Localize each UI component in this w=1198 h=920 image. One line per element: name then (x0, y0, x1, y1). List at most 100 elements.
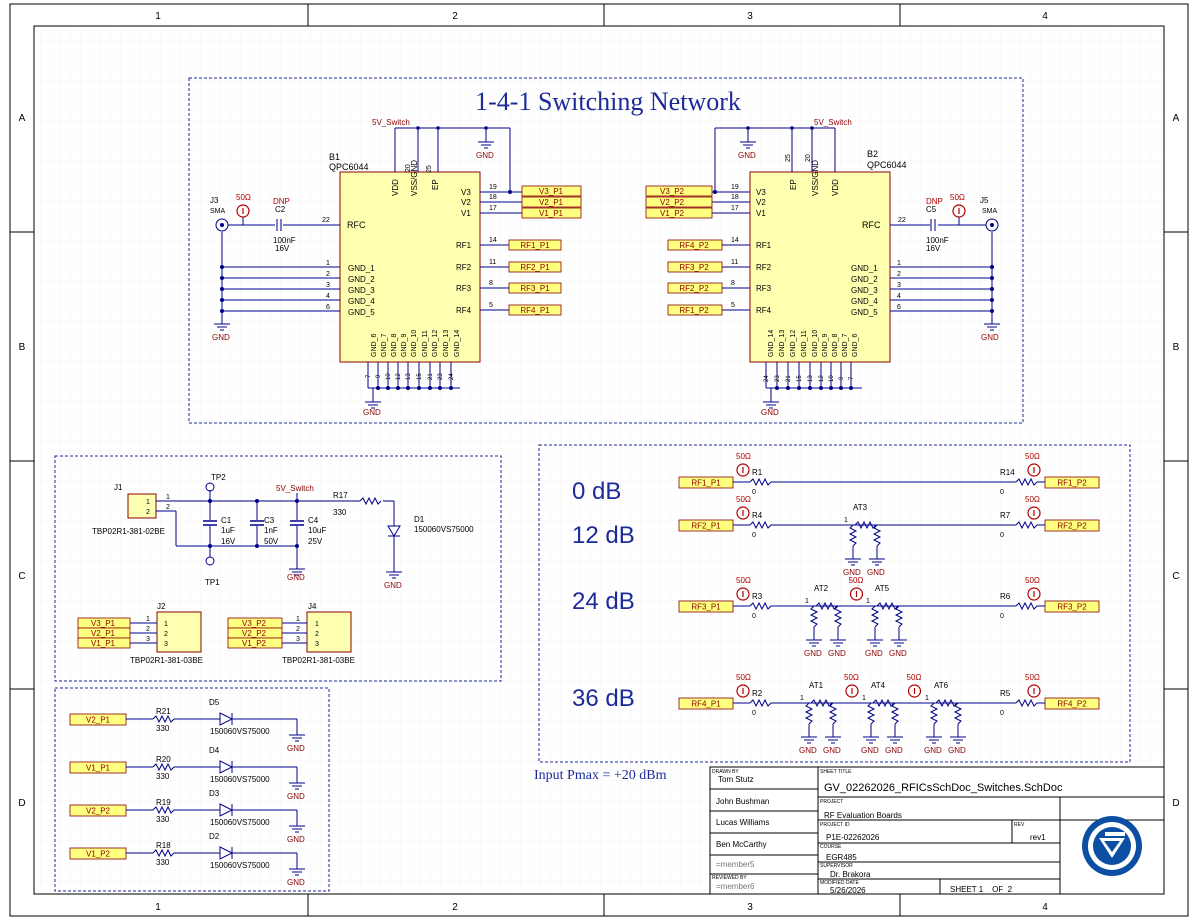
attenuator-pad[interactable]: AT51330GNDGND (865, 584, 908, 658)
j5-type: SMA (982, 208, 998, 215)
gnd-label: GND (287, 744, 305, 753)
pin-number: 1 (866, 598, 870, 605)
attenuator-ref: AT2 (814, 584, 829, 593)
power-net-label: 5V_Switch (814, 118, 852, 127)
connector-j2[interactable]: J2 TBP02R1-381-03BE (130, 602, 203, 665)
led-icon[interactable] (219, 760, 234, 774)
attenuator-pad[interactable]: AT61330GNDGND (924, 681, 967, 755)
b1-rf-label: RF1 (456, 241, 472, 250)
led-block (54, 687, 330, 892)
net-label: RF2_P2 (1057, 522, 1087, 531)
attenuator-pad[interactable]: AT31330GNDGND (843, 503, 886, 577)
led-icon[interactable] (219, 803, 234, 817)
pin-number: 4 (897, 293, 901, 300)
attenuator-ref: AT5 (875, 584, 890, 593)
test-point-tp1[interactable] (205, 556, 215, 566)
connector-j4[interactable]: J4 TBP02R1-381-03BE (282, 602, 355, 665)
pin-number: 12 (819, 375, 825, 382)
pin-number: 11 (489, 259, 496, 266)
b2-bottom-label: GND_13 (779, 330, 786, 357)
b2-v-label: V2 (756, 198, 766, 207)
sma-connector-j3[interactable]: J3 SMA (210, 196, 229, 232)
attenuation-label: 36 dB (572, 685, 635, 712)
pin-number: 4 (326, 293, 330, 300)
gnd-label: GND (823, 746, 841, 755)
attenuator-pad[interactable]: AT41330GNDGND (861, 681, 904, 755)
resistor-value: 0 (752, 613, 756, 620)
switch-b2[interactable]: B2 QPC6044 RFC VDD VSS/GND EP GND_1 GND_… (749, 149, 907, 363)
led-d1[interactable] (387, 525, 401, 537)
resistor-ref: R18 (156, 841, 171, 850)
pin-number: 3 (296, 636, 300, 643)
ohm-label: 50Ω (1025, 495, 1040, 504)
pin-number: 1 (146, 499, 150, 506)
sma-connector-j5[interactable]: J5 SMA (980, 196, 999, 232)
tb-name: John Bushman (716, 797, 769, 806)
tb-caption: DRAWN BY (712, 769, 739, 775)
pin-number: 2 (326, 271, 330, 278)
tb-sheet: SHEET 1 OF 2 (950, 885, 1013, 894)
pin-number: 1 (800, 695, 804, 702)
pin-number: 13 (406, 373, 412, 380)
b1-bottom-label: GND_9 (401, 334, 408, 357)
ohm-label: 50Ω (1025, 673, 1040, 682)
b1-rf-label: RF3 (456, 284, 472, 293)
pin-number: 3 (315, 641, 319, 648)
led-icon[interactable] (219, 846, 234, 860)
b2-bottom-label: GND_11 (801, 330, 808, 357)
connector-j1[interactable]: J1 TBP02R1-381-02BE 1 2 1 2 (92, 483, 170, 536)
gnd-label: GND (761, 408, 779, 417)
pin-number: 18 (731, 194, 739, 201)
c3-volt: 50V (264, 537, 279, 546)
attenuator-pad[interactable]: AT21330GNDGND (804, 584, 847, 658)
b2-v-label: V1 (756, 209, 766, 218)
attenuation-label: 0 dB (572, 478, 621, 505)
resistor-value: 0 (752, 710, 756, 717)
led-part: 150060VS75000 (210, 775, 270, 784)
attenuator-ref: AT6 (934, 681, 949, 690)
pin-number: 23 (438, 373, 444, 380)
pin-number: 21 (428, 373, 434, 380)
b2-rf-label: RF4 (756, 306, 772, 315)
tb-sheet-title: GV_02262026_RFICsSchDoc_Switches.SchDoc (824, 782, 1063, 794)
c1-value: 1uF (221, 526, 235, 535)
pin-number: 11 (731, 259, 738, 266)
led-ref: D2 (209, 832, 220, 841)
led-ref: D3 (209, 789, 220, 798)
net-label: V3_P2 (242, 619, 267, 628)
switch-b1[interactable]: B1 QPC6044 RFC VDD VSS/GND EP GND_1 GND_… (329, 152, 481, 363)
test-point-tp2[interactable] (205, 482, 215, 492)
pin-number: 10 (386, 373, 392, 380)
pin-number: 1 (925, 695, 929, 702)
attenuation-label: 12 dB (572, 522, 635, 549)
network-title: 1-4-1 Switching Network (475, 87, 741, 116)
led-icon[interactable] (219, 712, 234, 726)
attenuator-pad[interactable]: AT11330GNDGND (799, 681, 842, 755)
attenuator-block (538, 444, 1131, 763)
gnd-label: GND (828, 649, 846, 658)
pin-number: 15 (797, 375, 803, 382)
capacitor-c2[interactable]: DNP C2 100nF 16V (273, 197, 296, 253)
ohm-label: 50Ω (844, 673, 859, 682)
col-label: 2 (452, 902, 458, 913)
net-label: V2_P1 (539, 198, 564, 207)
capacitor-c5[interactable]: DNP C5 100nF 16V (926, 197, 949, 253)
resistor-ref: R14 (1000, 468, 1015, 477)
switching-network-block (188, 77, 1024, 424)
net-label: V2_P1 (91, 629, 116, 638)
net-label: RF2_P1 (520, 263, 550, 272)
c5-ref: C5 (926, 205, 937, 214)
attenuator-row: 36 dBRF4_P1RF4_P2R20R5050Ω50ΩAT11330GNDG… (572, 673, 1100, 755)
c2-dnp: DNP (273, 197, 290, 206)
resistor-ref: R19 (156, 798, 171, 807)
col-label: 2 (452, 11, 458, 22)
pin-number: 3 (897, 282, 901, 289)
tb-caption: MODIFIED DATE (820, 880, 859, 886)
j2-part: TBP02R1-381-03BE (130, 656, 203, 665)
b2-vdd: VDD (831, 179, 840, 196)
pin-number: 15 (417, 373, 423, 380)
tb-caption: SHEET TITLE (820, 769, 852, 775)
